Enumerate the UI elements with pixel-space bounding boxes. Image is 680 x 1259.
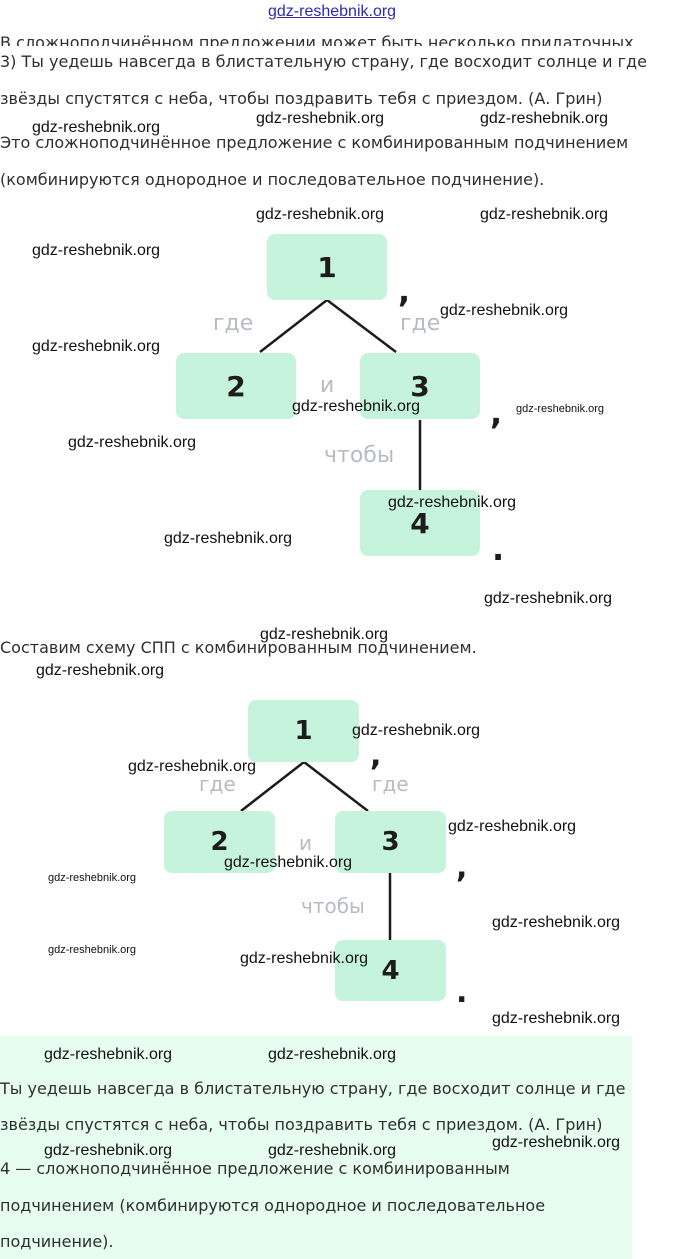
scheme-2-comma-2: , xyxy=(456,850,468,885)
scheme-2-label-gde-left: где xyxy=(199,772,236,796)
watermark: gdz-reshebnik.org xyxy=(516,403,605,415)
scheme-2-box-2: 2 xyxy=(164,811,275,873)
watermark: gdz-reshebnik.org xyxy=(256,110,385,127)
watermark: gdz-reshebnik.org xyxy=(260,626,389,643)
intro-line-3: Это сложноподчинённое предложение с комб… xyxy=(0,133,629,152)
scheme-1-comma-2: , xyxy=(490,394,503,432)
scheme-1-box-2: 2 xyxy=(176,353,296,419)
watermark: gdz-reshebnik.org xyxy=(32,338,161,355)
scheme-1-lines xyxy=(259,299,422,490)
watermark: gdz-reshebnik.org xyxy=(480,110,609,127)
answer-panel: Ты уедешь навсегда в блистательную стран… xyxy=(0,1036,632,1259)
watermark: gdz-reshebnik.org xyxy=(128,758,257,775)
watermark: gdz-reshebnik.org xyxy=(440,302,569,319)
watermark: gdz-reshebnik.org xyxy=(32,242,161,259)
watermark: gdz-reshebnik.org xyxy=(32,119,161,136)
watermark: gdz-reshebnik.org xyxy=(44,1142,173,1159)
cut-off-line: В сложноподчинённом предложении может бы… xyxy=(0,33,634,46)
scheme-2-label-gde-right: где xyxy=(372,772,409,796)
watermark: gdz-reshebnik.org xyxy=(480,206,609,223)
scheme-1-box-4: 4 xyxy=(360,490,480,556)
watermark: gdz-reshebnik.org xyxy=(352,722,481,739)
scheme-1-box-3: 3 xyxy=(360,353,480,419)
scheme-2-label-and: и xyxy=(299,831,312,855)
watermark: gdz-reshebnik.org xyxy=(268,1142,397,1159)
scheme-caption: Составим схему СПП с комбинированным под… xyxy=(0,638,477,657)
watermark: gdz-reshebnik.org xyxy=(164,530,293,547)
watermark: gdz-reshebnik.org xyxy=(224,854,353,871)
watermark: gdz-reshebnik.org xyxy=(48,944,137,956)
answer-line-3: 4 — сложноподчинённое предложение с комб… xyxy=(0,1159,510,1178)
answer-line-2: звёзды спустятся с неба, чтобы поздравит… xyxy=(0,1115,603,1134)
scheme-1-label-chtoby: чтобы xyxy=(324,443,395,468)
watermark: gdz-reshebnik.org xyxy=(36,662,165,679)
scheme-2-box-4: 4 xyxy=(335,940,446,1001)
watermark: gdz-reshebnik.org xyxy=(48,872,137,884)
scheme-1-comma-1: , xyxy=(398,272,411,310)
scheme-1-box-1: 1 xyxy=(267,234,387,300)
scheme-2-lines xyxy=(240,761,392,940)
watermark: gdz-reshebnik.org xyxy=(492,1134,621,1151)
intro-line-1: 3) Ты уедешь навсегда в блистательную ст… xyxy=(0,52,647,71)
intro-line-4: (комбинируются однородное и последовател… xyxy=(0,170,545,189)
watermark: gdz-reshebnik.org xyxy=(292,398,421,415)
scheme-1-label-and: и xyxy=(320,373,335,398)
watermark: gdz-reshebnik.org xyxy=(492,1010,621,1027)
answer-line-4: подчинением (комбинируются однородное и … xyxy=(0,1196,546,1215)
watermark: gdz-reshebnik.org xyxy=(484,590,613,607)
watermark: gdz-reshebnik.org xyxy=(68,434,197,451)
scheme-1-label-gde-right: где xyxy=(400,311,441,336)
watermark: gdz-reshebnik.org xyxy=(268,1046,397,1063)
intro-line-2: звёзды спустятся с неба, чтобы поздравит… xyxy=(0,89,603,108)
watermark-top-link[interactable]: gdz-reshebnik.org xyxy=(268,3,397,20)
scheme-2-box-3: 3 xyxy=(335,811,446,873)
answer-line-5: подчинение). xyxy=(0,1232,114,1251)
scheme-2-label-chtoby: чтобы xyxy=(301,894,365,918)
watermark: gdz-reshebnik.org xyxy=(256,206,385,223)
watermark: gdz-reshebnik.org xyxy=(388,494,517,511)
watermark: gdz-reshebnik.org xyxy=(492,914,621,931)
scheme-1-label-gde-left: где xyxy=(213,311,254,336)
scheme-2-period: . xyxy=(456,975,468,1010)
answer-line-1: Ты уедешь навсегда в блистательную стран… xyxy=(0,1079,626,1098)
watermark: gdz-reshebnik.org xyxy=(240,950,369,967)
scheme-1-period: . xyxy=(492,530,505,568)
scheme-2-box-1: 1 xyxy=(248,700,359,762)
scheme-2-comma-1: , xyxy=(370,738,382,773)
watermark: gdz-reshebnik.org xyxy=(448,818,577,835)
watermark: gdz-reshebnik.org xyxy=(44,1046,173,1063)
